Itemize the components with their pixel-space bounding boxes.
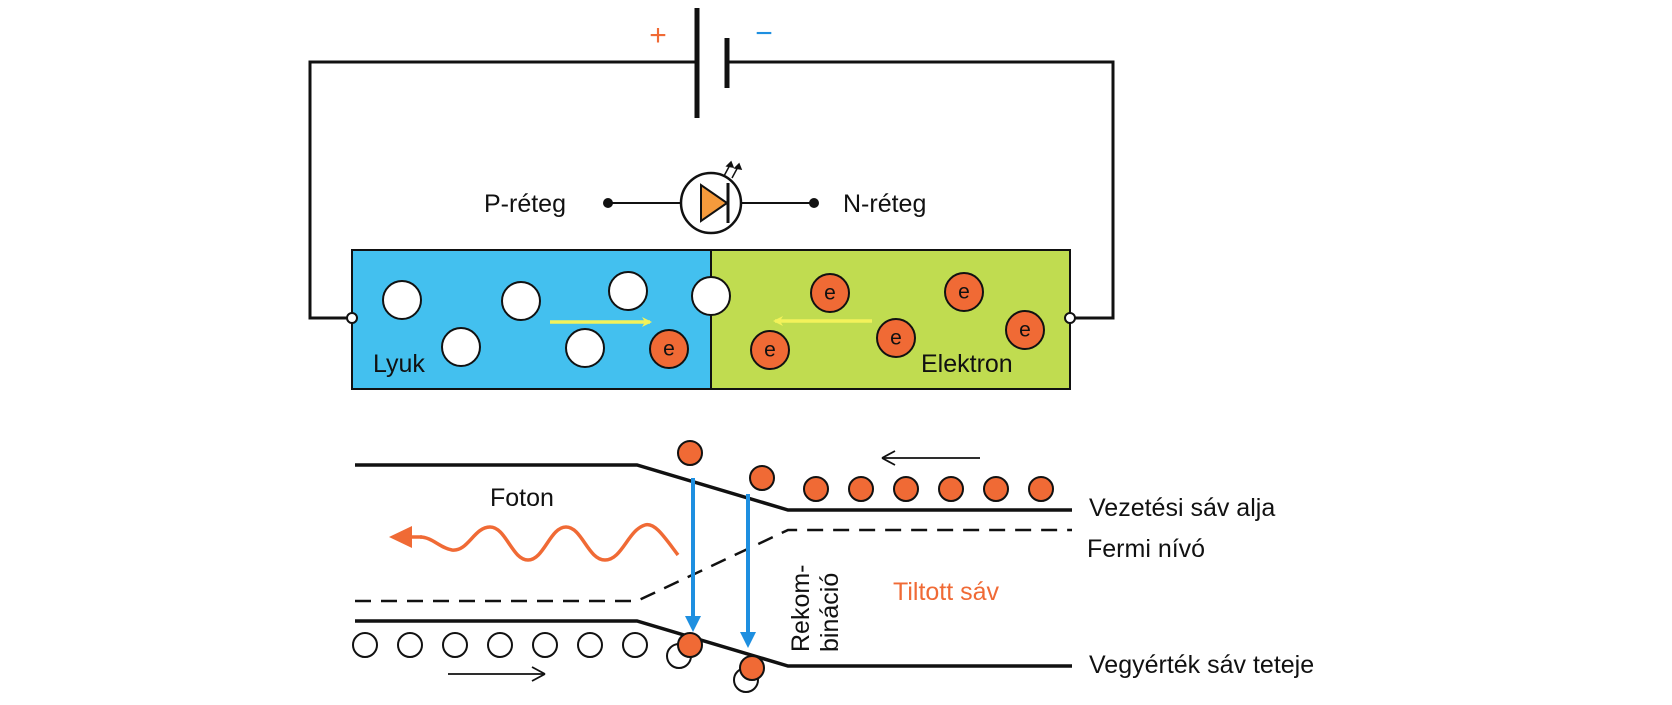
electron: e <box>810 273 850 313</box>
hole-label: Lyuk <box>373 350 425 378</box>
valence-band-label: Vegyérték sáv teteje <box>1089 651 1314 679</box>
electron <box>677 440 703 466</box>
led-symbol: P-réteg N-réteg <box>484 160 926 235</box>
hole <box>441 327 481 367</box>
battery-plus-sign: + <box>649 19 667 52</box>
recombination-arrowhead <box>685 616 701 632</box>
hole-flow-arrowhead <box>531 666 546 682</box>
svg-text:e: e <box>824 282 836 305</box>
hole <box>622 632 648 658</box>
recombination-label-line1: Rekom- <box>787 564 815 652</box>
recombination-arrowhead <box>740 632 756 648</box>
valence-band-line <box>355 619 1072 668</box>
hole <box>397 632 423 658</box>
hole <box>565 328 605 368</box>
svg-text:e: e <box>890 327 902 350</box>
svg-text:e: e <box>764 339 776 362</box>
electron <box>749 465 775 491</box>
wire-right <box>727 60 1115 320</box>
holes <box>382 271 731 368</box>
p-terminal-dot <box>603 198 613 208</box>
svg-text:e: e <box>663 338 675 361</box>
electron: e <box>876 318 916 358</box>
hole <box>577 632 603 658</box>
electron <box>803 476 829 502</box>
electron <box>983 476 1009 502</box>
svg-text:e: e <box>1019 319 1031 342</box>
n-terminal-dot <box>809 198 819 208</box>
hole <box>382 280 422 320</box>
electron: e <box>750 330 790 370</box>
recombination-label-line2: bináció <box>816 573 844 652</box>
hole <box>442 632 468 658</box>
band-diagram: Foton Vezetési sáv alja Fermi nívó Tilto… <box>352 440 1314 693</box>
conduction-band-line <box>355 463 1072 512</box>
electron: e <box>1005 310 1045 350</box>
recombination-arrows <box>685 478 756 648</box>
hole <box>691 276 731 316</box>
electron <box>739 655 765 681</box>
electron: e <box>649 329 689 369</box>
hole <box>501 281 541 321</box>
photon-label: Foton <box>490 484 554 512</box>
fermi-level-label: Fermi nívó <box>1087 535 1205 563</box>
svg-text:e: e <box>958 281 970 304</box>
photon-wave <box>419 522 680 562</box>
light-emission-arrows-icon <box>723 160 743 179</box>
electron <box>677 632 703 658</box>
hole <box>352 632 378 658</box>
electron <box>848 476 874 502</box>
recombined-electrons <box>677 632 765 681</box>
hole <box>487 632 513 658</box>
electron <box>1028 476 1054 502</box>
right-contact <box>1064 312 1076 324</box>
photon-arrowhead <box>389 526 412 548</box>
diode-triangle <box>700 183 729 223</box>
valence-holes <box>352 632 759 693</box>
left-contact <box>346 312 358 324</box>
electron: e <box>944 272 984 312</box>
hole <box>532 632 558 658</box>
n-layer-label: N-réteg <box>843 190 926 218</box>
circuit: + − <box>308 8 1115 320</box>
p-layer-label: P-réteg <box>484 190 566 218</box>
battery-minus-sign: − <box>755 17 773 50</box>
hole <box>608 271 648 311</box>
junction-electrons: e e e e e e <box>649 272 1045 370</box>
wire-left <box>308 60 697 320</box>
electron <box>893 476 919 502</box>
fermi-level-line <box>355 528 1072 603</box>
electron-label: Elektron <box>921 350 1013 378</box>
electron-flow-arrowhead <box>881 450 896 466</box>
electron <box>938 476 964 502</box>
band-gap-label: Tiltott sáv <box>893 578 1000 606</box>
pn-junction: e e e e e e Lyuk Elektron <box>346 249 1076 390</box>
conduction-electrons <box>677 440 1054 502</box>
conduction-band-label: Vezetési sáv alja <box>1089 494 1275 522</box>
